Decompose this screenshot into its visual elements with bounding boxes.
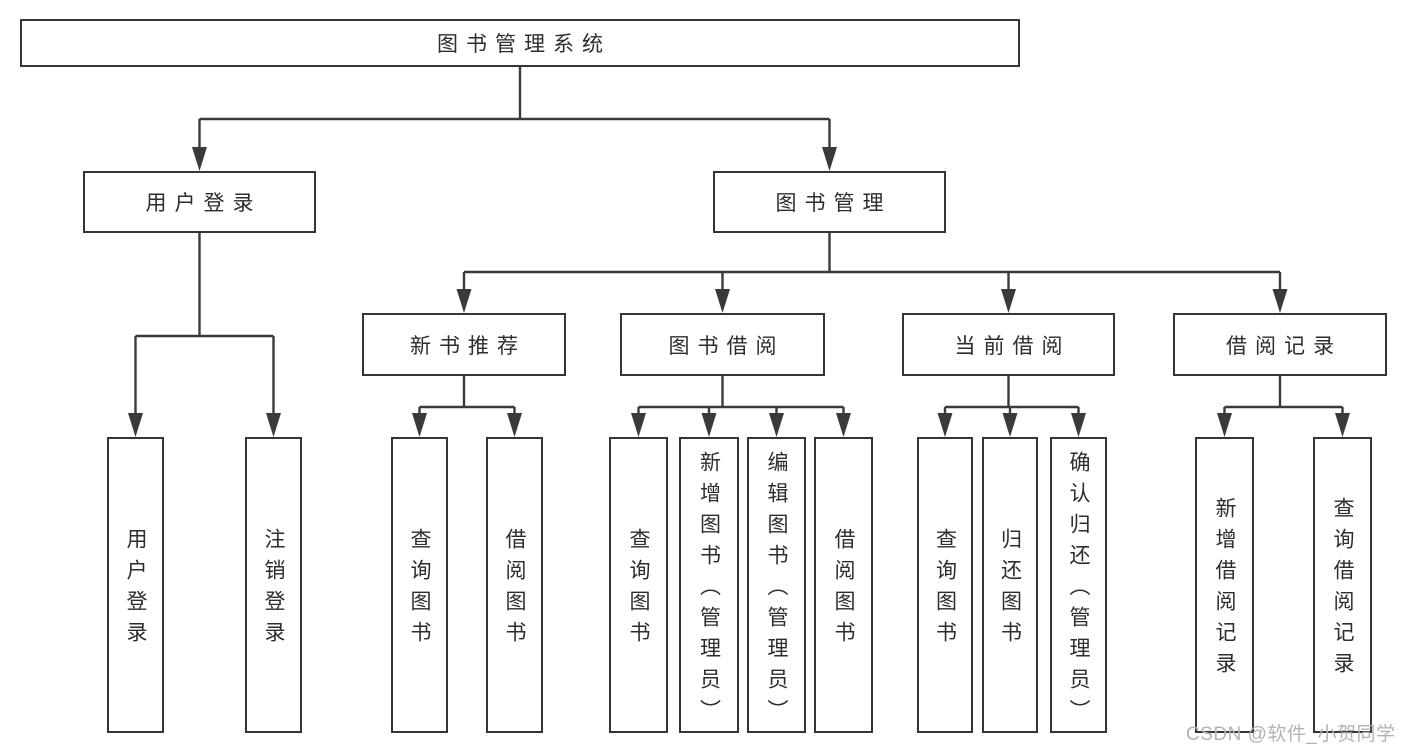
node-label: 确认归还（管理员） (1067, 450, 1090, 730)
node-new-book-recommendation: 新书推荐 (362, 313, 566, 376)
arrow-down-icon (266, 413, 281, 437)
arrowhead-icons (128, 147, 1350, 437)
arrow-down-icon (769, 413, 784, 437)
leaf-return-books: 归还图书 (982, 437, 1038, 733)
node-label: 当前借阅 (954, 334, 1071, 358)
node-label: 查询图书 (408, 528, 431, 652)
connector-paths (134, 67, 1344, 420)
connector-book-management-branch (462, 233, 1282, 296)
leaf-edit-books-admin: 编辑图书（管理员） (747, 437, 806, 733)
arrow-down-icon (631, 413, 646, 437)
node-book-borrowing: 图书借阅 (620, 313, 825, 376)
node-label: 新书推荐 (410, 334, 526, 358)
node-label: 借阅图书 (503, 528, 526, 652)
node-label: 用户登录 (124, 528, 147, 652)
leaf-query-books-borrowing: 查询图书 (609, 437, 668, 733)
leaf-borrow-books: 借阅图书 (814, 437, 873, 733)
node-label: 借阅记录 (1226, 334, 1342, 358)
leaf-confirm-return-admin: 确认归还（管理员） (1050, 437, 1107, 733)
node-label: 图书管理 (775, 192, 892, 215)
connector-new-book-branch (418, 376, 516, 420)
node-user-login: 用户登录 (83, 171, 316, 233)
arrow-down-icon (456, 289, 472, 313)
arrow-down-icon (822, 147, 837, 171)
arrow-down-icon (412, 413, 427, 437)
node-label: 新增借阅记录 (1213, 497, 1236, 683)
arrow-down-icon (1071, 413, 1086, 437)
arrow-down-icon (1217, 413, 1232, 437)
connector-user-login-branch (134, 233, 275, 420)
arrow-down-icon (507, 413, 522, 437)
node-borrowing-records: 借阅记录 (1173, 313, 1387, 376)
leaf-query-books-current: 查询图书 (917, 437, 973, 733)
leaf-logout: 注销登录 (245, 437, 302, 733)
node-label: 用户登录 (145, 192, 262, 215)
node-label: 借阅图书 (832, 528, 855, 652)
arrow-down-icon (937, 413, 953, 437)
node-label: 编辑图书（管理员） (765, 450, 788, 730)
node-label: 查询图书 (933, 528, 957, 652)
leaf-add-books-admin: 新增图书（管理员） (679, 437, 739, 733)
connector-root-to-level2 (198, 67, 831, 153)
arrow-down-icon (1002, 413, 1018, 437)
node-label: 图书借阅 (668, 334, 785, 358)
arrow-down-icon (1272, 289, 1288, 313)
node-label: 注销登录 (262, 528, 285, 652)
connector-book-borrow-branch (637, 376, 845, 420)
csdn-watermark: CSDN @软件_小贺同学 (1186, 724, 1396, 745)
arrow-down-icon (1335, 413, 1350, 437)
arrow-down-icon (192, 147, 207, 171)
node-book-management: 图书管理 (713, 171, 946, 233)
arrow-down-icon (836, 413, 851, 437)
node-library-management-system: 图书管理系统 (20, 19, 1020, 67)
arrow-down-icon (701, 413, 717, 437)
node-label: 查询借阅记录 (1331, 497, 1354, 683)
arrow-down-icon (715, 289, 730, 313)
leaf-query-books-recommend: 查询图书 (391, 437, 448, 733)
arrow-down-icon (128, 413, 143, 437)
leaf-user-login: 用户登录 (107, 437, 164, 733)
node-label: 新增图书（管理员） (697, 450, 721, 730)
node-label: 查询图书 (627, 528, 650, 652)
leaf-query-borrow-record: 查询借阅记录 (1313, 437, 1372, 733)
arrow-down-icon (1001, 289, 1016, 313)
node-current-borrowing: 当前借阅 (902, 313, 1115, 376)
connector-borrow-records-branch (1223, 376, 1344, 420)
node-label: 归还图书 (998, 528, 1022, 652)
leaf-add-borrow-record: 新增借阅记录 (1195, 437, 1254, 733)
node-label: 图书管理系统 (437, 33, 611, 56)
leaf-borrow-books-recommend: 借阅图书 (486, 437, 543, 733)
